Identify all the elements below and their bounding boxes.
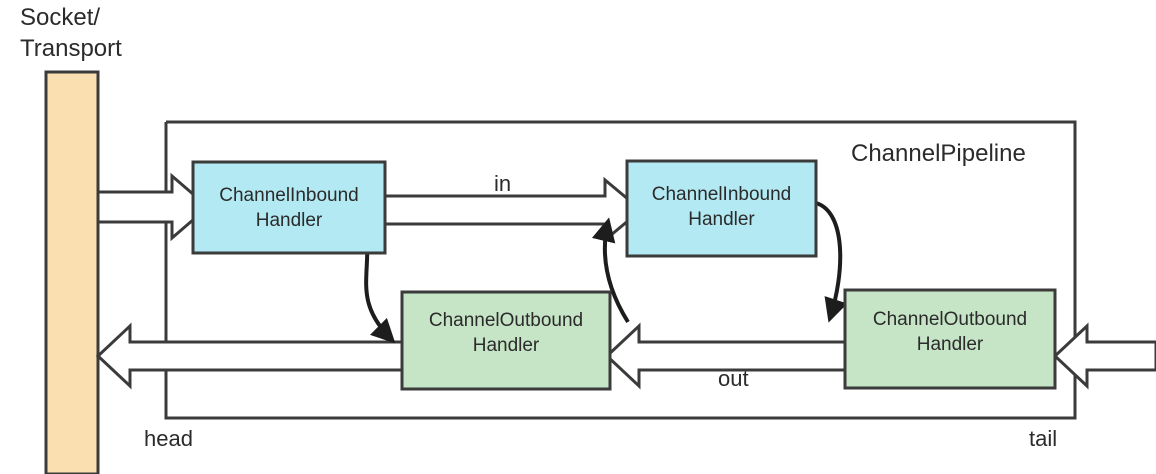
socket-transport-bar xyxy=(44,70,100,474)
head-label: head xyxy=(144,426,193,451)
arrow-socket-to-inbound1 xyxy=(96,172,211,242)
arrow-external-to-outbound2 xyxy=(1052,322,1156,390)
channel-outbound-handler-2-label: ChannelOutbound Handler xyxy=(872,309,1028,355)
channel-pipeline-label: ChannelPipeline xyxy=(851,140,1026,167)
channel-pipeline-frame xyxy=(164,120,1077,420)
channel-outbound-handler-1-box[interactable] xyxy=(400,290,612,391)
channel-inbound-handler-1-box[interactable] xyxy=(191,160,387,255)
channel-outbound-handler-1-label: ChannelOutbound Handler xyxy=(428,310,584,356)
channel-inbound-handler-2-label: ChannelInbound Handler xyxy=(651,184,792,230)
arrow-out-outbound2-to-outbound1 xyxy=(604,322,847,390)
arrow-outbound1-to-socket xyxy=(95,322,404,390)
curve-inbound2-to-outbound2 xyxy=(815,201,848,323)
curve-outbound1-to-inbound2 xyxy=(591,217,630,324)
channel-outbound-handler-2-box[interactable] xyxy=(843,288,1057,390)
channel-inbound-handler-1-label: ChannelInbound Handler xyxy=(219,185,359,231)
tail-label: tail xyxy=(1029,426,1058,451)
channel-inbound-handler-2-box[interactable] xyxy=(625,159,818,258)
outbound-flow-label: out xyxy=(718,366,749,391)
socket-transport-label: Socket/ Transport xyxy=(20,4,122,62)
inbound-flow-label: in xyxy=(494,171,512,196)
arrow-in-inbound1-to-inbound2 xyxy=(383,176,644,244)
